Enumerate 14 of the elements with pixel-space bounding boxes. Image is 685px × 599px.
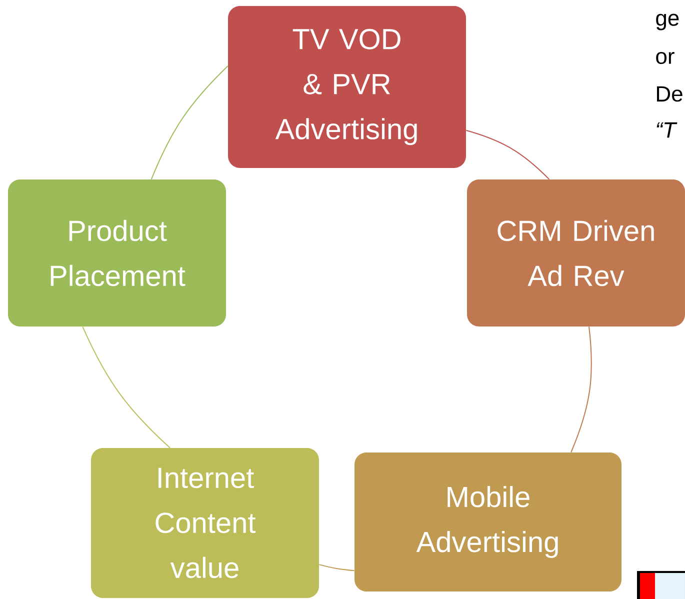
process-box: TV VOD & PVR Advertising [228, 6, 466, 168]
text-fragment: or [656, 52, 674, 64]
connector-arc [82, 326, 170, 448]
process-box: Product Placement [8, 180, 226, 326]
text-fragment: “T [656, 122, 678, 138]
process-box: Mobile Advertising [354, 452, 622, 592]
process-box: CRM Driven Ad Rev [467, 180, 685, 326]
text-fragment: De [657, 86, 682, 102]
process-box: Internet Content value [91, 448, 319, 598]
connector-arc [150, 65, 228, 180]
connector-arc [466, 130, 550, 180]
connector-arc [570, 326, 592, 453]
connector-arc [318, 564, 355, 572]
text-fragment: ge [656, 14, 679, 30]
